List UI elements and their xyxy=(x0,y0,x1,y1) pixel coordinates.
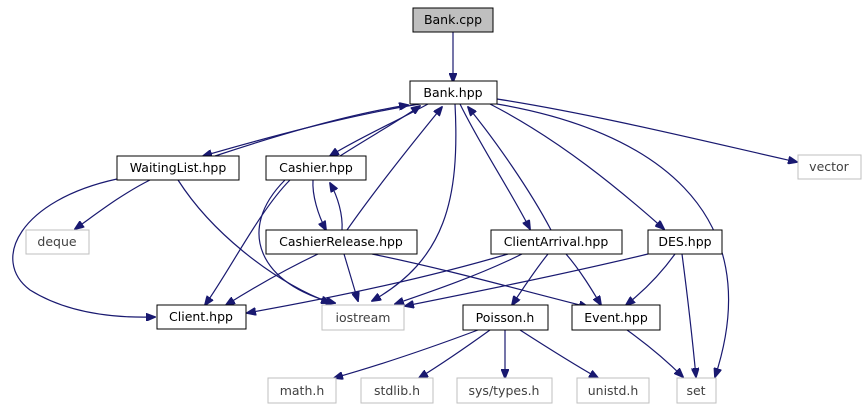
node-des-hpp-box xyxy=(647,229,723,255)
edge-event-hpp-to-set xyxy=(626,329,683,377)
node-sys-types-h[interactable]: sys/types.h xyxy=(456,377,553,404)
node-bank-hpp[interactable]: Bank.hpp xyxy=(409,80,498,105)
nodes-layer: Bank.cpp Bank.hpp WaitingList.hpp Cashie… xyxy=(25,7,862,404)
node-bank-hpp-label: Bank.hpp xyxy=(423,85,482,100)
node-poisson-h-box xyxy=(462,304,549,331)
node-cashier-hpp[interactable]: Cashier.hpp xyxy=(265,155,367,181)
node-bank-hpp-box xyxy=(409,80,498,105)
edge-des-hpp-to-iostream xyxy=(405,253,649,306)
edges-layer xyxy=(12,32,797,378)
edge-bank-hpp-to-iostream xyxy=(372,103,457,301)
node-poisson-h-label: Poisson.h xyxy=(476,310,535,325)
edge-cashierrelease-hpp-to-iostream xyxy=(343,253,358,301)
node-stdlib-h-box xyxy=(360,377,434,404)
node-stdlib-h-label: stdlib.h xyxy=(374,383,420,398)
node-iostream[interactable]: iostream xyxy=(321,304,405,331)
edge-cashier-hpp-to-client-hpp xyxy=(205,179,291,305)
edge-des-hpp-to-set xyxy=(681,253,696,377)
node-client-hpp-box xyxy=(156,304,247,330)
edge-bank-hpp-to-des-hpp xyxy=(489,103,664,229)
edge-waitinglist-hpp-to-deque xyxy=(75,179,151,229)
node-sys-types-h-label: sys/types.h xyxy=(469,383,540,398)
node-iostream-label: iostream xyxy=(336,310,391,325)
edge-cashierrelease-hpp-to-cashier-hpp xyxy=(330,183,343,231)
edge-waitinglist-hpp-to-iostream xyxy=(177,179,330,303)
node-clientarrival-hpp[interactable]: ClientArrival.hpp xyxy=(490,229,623,255)
edge-clientarrival-hpp-to-client-hpp xyxy=(247,253,509,313)
edge-clientarrival-hpp-to-event-hpp xyxy=(565,253,601,305)
node-waitinglist-hpp[interactable]: WaitingList.hpp xyxy=(116,155,240,181)
node-cashierrelease-hpp[interactable]: CashierRelease.hpp xyxy=(265,229,418,255)
node-math-h-box xyxy=(267,377,337,404)
edge-poisson-h-to-math-h xyxy=(334,329,479,378)
edge-cashier-hpp-to-cashierrelease-hpp xyxy=(312,179,326,230)
node-set-label: set xyxy=(686,383,705,398)
edge-poisson-h-to-unistd-h xyxy=(519,329,598,378)
node-des-hpp[interactable]: DES.hpp xyxy=(647,229,723,255)
node-unistd-h-box xyxy=(576,377,650,404)
node-clientarrival-hpp-box xyxy=(490,229,623,255)
node-client-hpp[interactable]: Client.hpp xyxy=(156,304,247,330)
edge-cashierrelease-hpp-to-event-hpp xyxy=(371,253,588,307)
node-unistd-h-label: unistd.h xyxy=(588,383,639,398)
node-math-h-label: math.h xyxy=(280,383,325,398)
edge-clientarrival-hpp-to-poisson-h xyxy=(512,253,549,305)
node-vector-label: vector xyxy=(809,159,850,174)
node-iostream-box xyxy=(321,304,405,331)
edge-bank-hpp-to-clientarrival-hpp xyxy=(459,103,530,229)
node-deque-label: deque xyxy=(37,234,76,249)
edge-bank-hpp-to-set xyxy=(496,103,730,377)
node-unistd-h[interactable]: unistd.h xyxy=(576,377,650,404)
edge-des-hpp-to-event-hpp xyxy=(626,253,676,305)
node-set-box xyxy=(676,377,717,404)
edge-clientarrival-hpp-to-bank-hpp xyxy=(468,107,552,231)
edge-poisson-h-to-stdlib-h xyxy=(419,329,491,378)
node-poisson-h[interactable]: Poisson.h xyxy=(462,304,549,331)
node-cashierrelease-hpp-box xyxy=(265,229,418,255)
node-set[interactable]: set xyxy=(676,377,717,404)
node-event-hpp[interactable]: Event.hpp xyxy=(571,304,661,331)
node-vector[interactable]: vector xyxy=(797,154,862,180)
node-sys-types-h-box xyxy=(456,377,553,404)
node-client-hpp-label: Client.hpp xyxy=(169,309,233,324)
node-stdlib-h[interactable]: stdlib.h xyxy=(360,377,434,404)
edge-cashier-hpp-to-iostream xyxy=(258,179,335,303)
edge-cashier-hpp-to-bank-hpp xyxy=(339,106,420,157)
node-cashier-hpp-label: Cashier.hpp xyxy=(279,160,353,175)
node-deque-box xyxy=(25,229,90,255)
node-cashierrelease-hpp-label: CashierRelease.hpp xyxy=(279,234,403,249)
node-deque[interactable]: deque xyxy=(25,229,90,255)
edge-cashierrelease-hpp-to-client-hpp xyxy=(226,253,319,305)
node-des-hpp-label: DES.hpp xyxy=(658,234,711,249)
edge-waitinglist-hpp-to-client-hpp xyxy=(12,178,155,317)
edge-bank-hpp-to-waitinglist-hpp xyxy=(203,103,421,156)
node-event-hpp-label: Event.hpp xyxy=(584,310,648,325)
node-waitinglist-hpp-label: WaitingList.hpp xyxy=(130,160,227,175)
node-bank-cpp-box xyxy=(412,7,494,33)
node-math-h[interactable]: math.h xyxy=(267,377,337,404)
edge-clientarrival-hpp-to-iostream xyxy=(395,253,523,304)
node-bank-cpp[interactable]: Bank.cpp xyxy=(412,7,494,33)
edge-waitinglist-hpp-to-bank-hpp xyxy=(214,105,408,157)
node-vector-box xyxy=(797,154,862,180)
node-clientarrival-hpp-label: ClientArrival.hpp xyxy=(504,234,609,249)
node-bank-cpp-label: Bank.cpp xyxy=(424,12,482,27)
node-waitinglist-hpp-box xyxy=(116,155,240,181)
edge-bank-hpp-to-vector xyxy=(496,98,797,162)
node-cashier-hpp-box xyxy=(265,155,367,181)
edge-cashierrelease-hpp-to-bank-hpp xyxy=(346,107,442,231)
node-event-hpp-box xyxy=(571,304,661,331)
